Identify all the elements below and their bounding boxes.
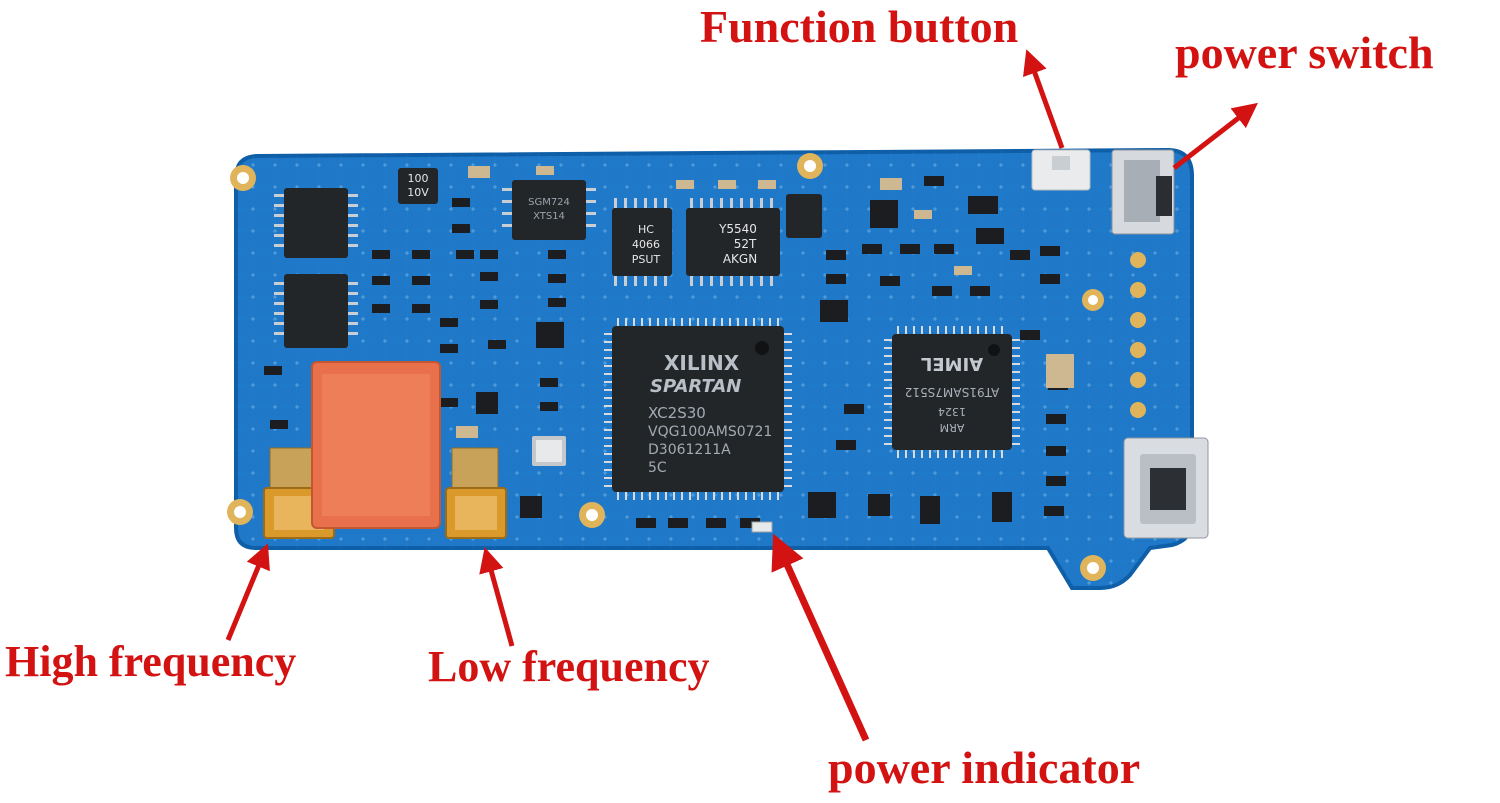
mux-text-3: PSUT xyxy=(632,253,661,266)
ti-text-1: Y5540 xyxy=(718,222,757,236)
crystal-oscillator xyxy=(532,436,566,466)
opamp-chip-top xyxy=(274,188,358,258)
power-slide-switch xyxy=(1111,149,1175,235)
low-frequency-label: Low frequency xyxy=(428,642,710,691)
power-indicator-label: power indicator xyxy=(828,742,1141,793)
function-button-label: Function button xyxy=(700,1,1019,52)
sgm-text-2: XTS14 xyxy=(533,211,565,222)
orange-relay-component xyxy=(311,361,441,529)
header-pads xyxy=(1130,252,1146,418)
arrow-low-frequency xyxy=(479,547,515,647)
ti-chip: Y5540 52T AKGN xyxy=(686,198,780,286)
fpga-family: SPARTAN xyxy=(650,376,741,397)
tantalum-capacitor-left: 100 10V xyxy=(398,168,438,204)
fpga-pins xyxy=(604,318,792,500)
high-frequency-label: High frequency xyxy=(5,637,297,686)
cap-text-1: 100 xyxy=(408,172,429,185)
mcu-part: AT91SAM7S512 xyxy=(905,385,999,399)
power-indicator-led xyxy=(751,521,773,533)
arrow-power-indicator xyxy=(771,533,870,742)
fpga-chip: XILINX SPARTAN XC2S30 VQG100AMS0721 D306… xyxy=(604,318,792,500)
hc4066-chip: HC 4066 PSUT xyxy=(612,198,672,286)
fpga-code: VQG100AMS0721 xyxy=(648,424,772,440)
opamp-chip-bottom xyxy=(274,274,358,348)
ti-text-2: 52T xyxy=(734,237,757,251)
micro-usb-connector xyxy=(1123,437,1209,539)
mounting-holes xyxy=(227,153,1106,581)
mcu-chip: ARM 1324 AT91SAM7S512 AIMEL xyxy=(884,326,1020,458)
fpga-brand: XILINX xyxy=(664,351,740,375)
mcu-core: ARM xyxy=(940,421,965,434)
arrow-high-frequency xyxy=(225,543,270,641)
sgm-chip: SGM724 XTS14 xyxy=(502,180,596,240)
mux-text-1: HC xyxy=(638,223,654,236)
tantalum-capacitor-right xyxy=(786,194,822,238)
arrow-power-switch xyxy=(1172,102,1258,170)
sgm-text-1: SGM724 xyxy=(528,197,570,208)
fpga-part: XC2S30 xyxy=(648,404,706,422)
ti-text-3: AKGN xyxy=(723,252,757,266)
function-button-switch xyxy=(1031,149,1091,191)
power-switch-label: power switch xyxy=(1175,27,1434,78)
cap-text-2: 10V xyxy=(407,186,429,199)
beige-smd-components xyxy=(456,166,1074,438)
mux-text-2: 4066 xyxy=(632,238,660,251)
mcu-code: 1324 xyxy=(938,405,966,418)
annotation-arrows xyxy=(225,49,1258,742)
fpga-grade: 5C xyxy=(648,460,667,476)
smd-components xyxy=(264,176,1068,528)
mcu-brand: AIMEL xyxy=(921,353,983,374)
arrow-function-button xyxy=(1023,49,1065,149)
low-frequency-connector xyxy=(445,447,507,539)
fpga-date: D3061211A xyxy=(648,442,731,458)
